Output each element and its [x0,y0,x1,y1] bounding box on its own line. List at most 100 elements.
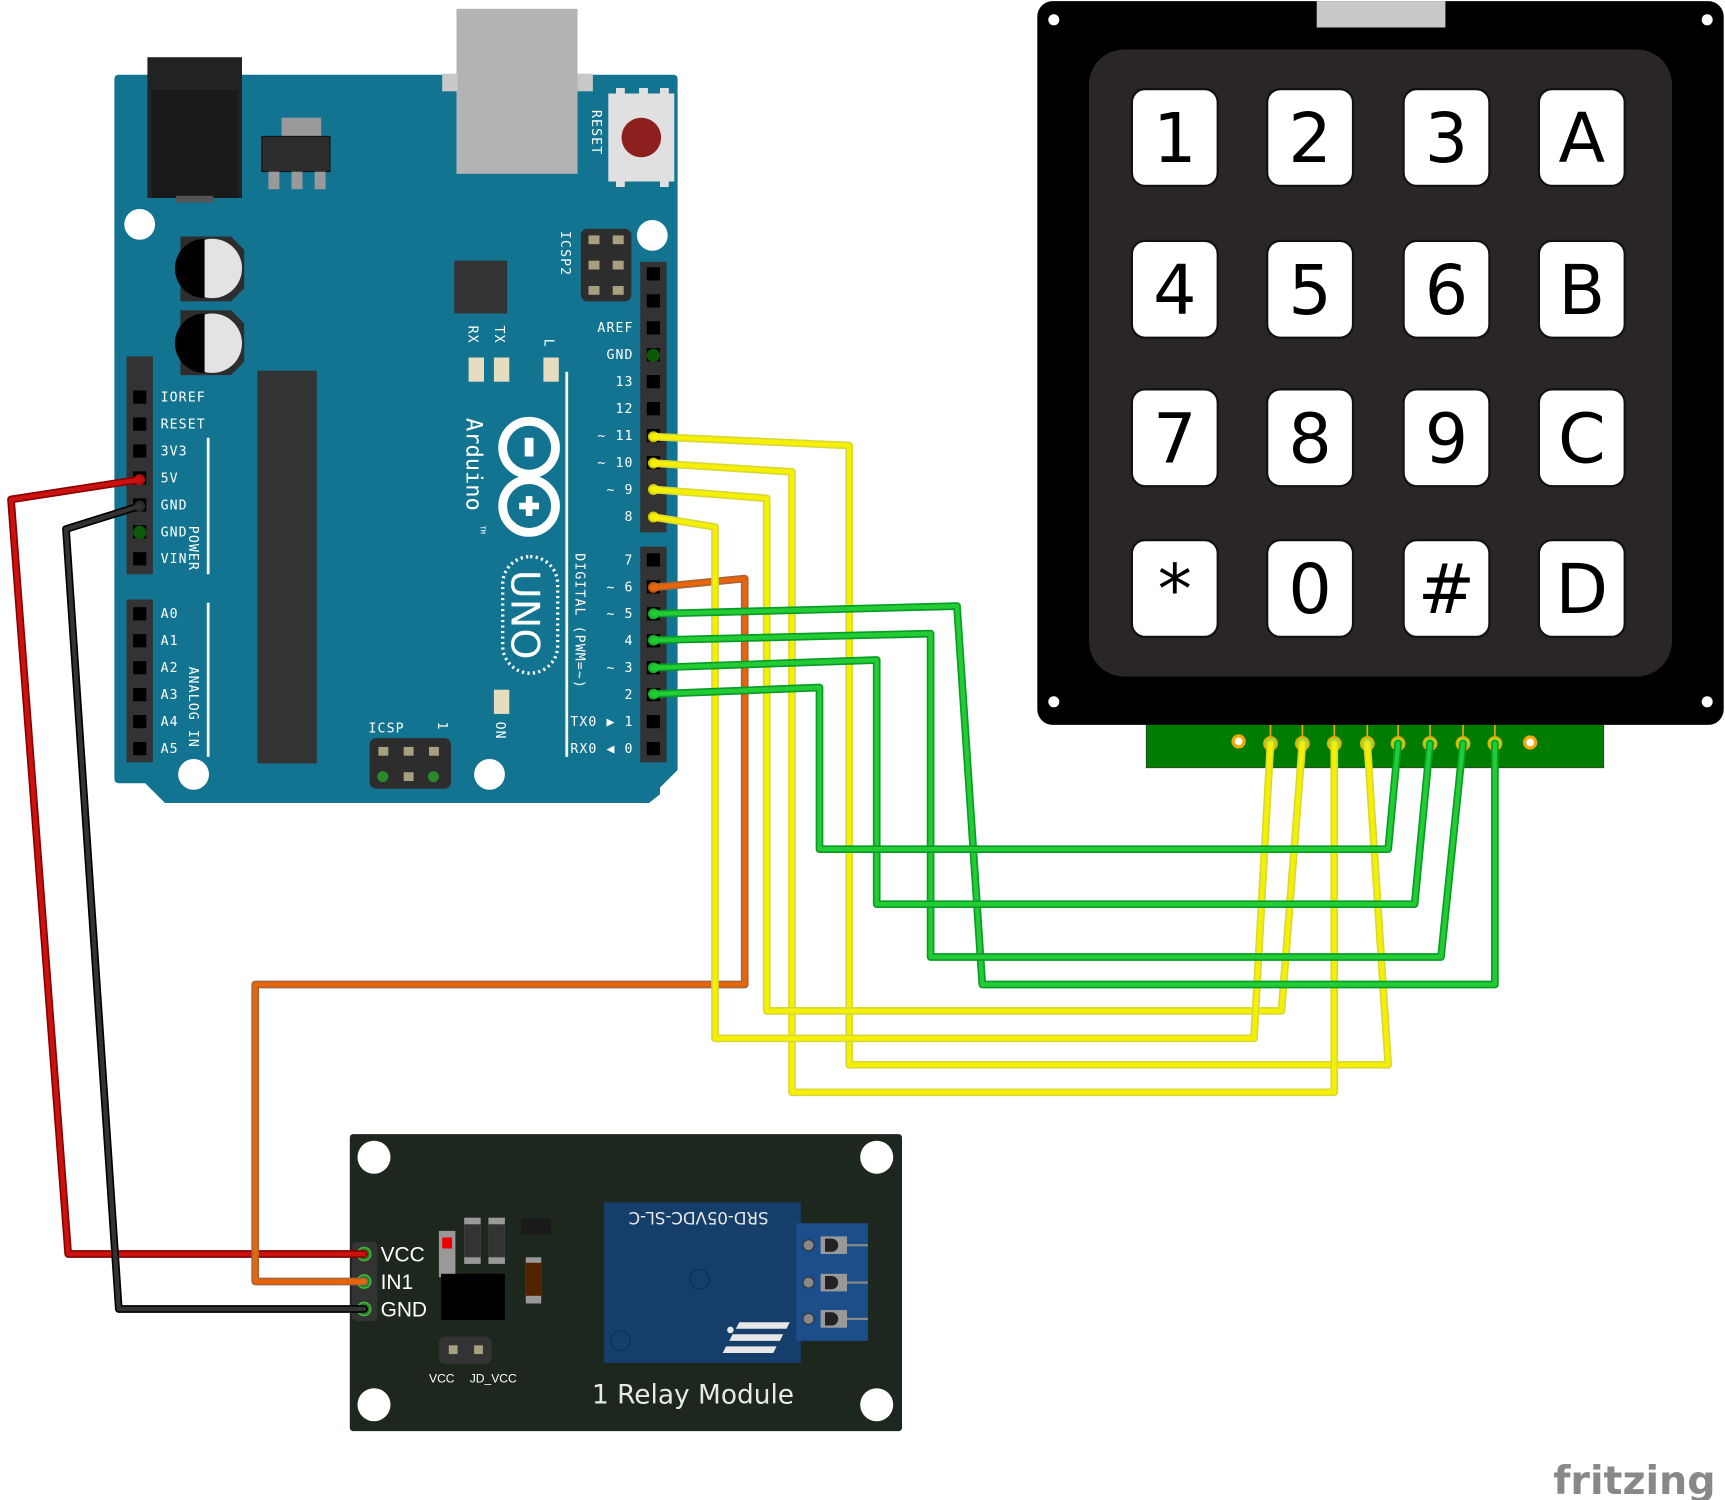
keypad-key[interactable]: 7 [1130,388,1219,488]
trademark: TM [479,526,487,534]
rx-label: RX [465,326,480,344]
l-led [543,357,559,382]
digital-pin[interactable] [646,715,660,729]
voltage-regulator [261,135,331,173]
keypad-key[interactable]: A [1537,88,1626,188]
digital-pin[interactable] [646,741,660,756]
keypad-key[interactable]: C [1537,388,1626,488]
pin-connected-indicator [646,348,660,362]
wire-endpoint [134,474,146,486]
keypad-key-label: 4 [1153,252,1196,331]
relay-brand-logo-icon [722,1322,790,1353]
power-header [126,356,153,575]
relay-title: 1 Relay Module [592,1380,794,1411]
wire-endpoint [647,511,659,523]
digital-pin[interactable] [646,321,660,335]
analog-pin-label: A5 [161,742,179,757]
keypad-key[interactable]: 4 [1130,239,1219,339]
keypad-mount-pad [1231,734,1246,749]
arduino-uno-board[interactable]: RESET ICSP2 RX [114,8,678,804]
keypad-key-label: 6 [1425,252,1468,331]
tx-led [493,357,510,382]
jumper-label-vcc: VCC [429,1372,455,1386]
mounting-hole [124,209,156,240]
wire-endpoint [647,581,659,593]
analog-pin[interactable] [133,661,147,675]
wire[interactable] [647,629,1467,961]
keypad-key[interactable]: 6 [1402,239,1491,339]
digital-pin-label: ~ 6 [606,580,633,595]
keypad-key-label: 5 [1288,252,1331,331]
digital-pin-label: AREF [597,321,633,336]
wire[interactable] [647,457,1339,1097]
keypad-key-label: # [1418,551,1475,630]
digital-pin-label: ~ 11 [597,429,633,444]
analog-section-label: ANALOG IN [185,667,200,748]
power-pin-label: RESET [161,417,206,432]
keypad-key[interactable]: 1 [1130,88,1219,188]
keypad-mount-pad [1522,735,1538,750]
keypad-key[interactable]: 2 [1266,88,1355,188]
keypad-key[interactable]: 3 [1402,88,1491,188]
keypad-key[interactable]: B [1537,239,1626,339]
keypad-key-label: * [1158,551,1192,630]
keypad-key[interactable]: 0 [1266,539,1355,639]
keypad-key[interactable]: D [1537,539,1626,639]
analog-pin-label: A4 [161,715,179,730]
relay-module[interactable]: VCC JD_VCC SRD-05VDC-SL-C 1 Relay Module… [349,1134,902,1432]
keypad-key[interactable]: # [1402,539,1491,639]
digital-pin-label: 2 [625,688,634,703]
wire[interactable] [62,500,368,1313]
uno-badge [501,554,560,675]
wire[interactable] [7,474,368,1258]
analog-pin[interactable] [133,688,147,702]
arduino-logo-icon [498,416,560,537]
digital-pin[interactable] [646,375,660,389]
terminal-screw-icon [802,1310,868,1328]
analog-pin[interactable] [133,634,147,648]
icsp-header [369,738,451,789]
on-led [493,689,510,714]
wire[interactable] [647,683,1402,854]
digital-pin[interactable] [646,553,660,567]
wire[interactable] [647,511,1275,1043]
model-name: UNO [502,570,548,660]
digital-pin[interactable] [646,294,660,308]
wire[interactable] [251,574,749,1286]
wire-endpoint [647,688,659,700]
terminal-screw-icon [802,1236,868,1254]
atmega-chip [257,370,317,764]
l-label: L [541,339,556,348]
power-pin[interactable] [133,390,147,404]
wire[interactable] [647,484,1307,1015]
keypad-key[interactable]: 5 [1266,239,1355,339]
digital-pin[interactable] [646,402,660,416]
digital-pin-label: ~ 3 [606,661,633,676]
wire-endpoint [647,608,659,620]
rx-led [468,357,484,382]
analog-pin-label: A2 [161,661,179,676]
keypad-face [1089,49,1672,677]
analog-pin[interactable] [133,741,147,756]
reset-button[interactable] [608,88,675,187]
keypad-key[interactable]: * [1130,539,1219,639]
arduino-pcb [114,74,678,804]
digital-pin[interactable] [646,267,660,281]
wire-endpoint [647,634,659,646]
wire[interactable] [647,656,1434,909]
digital-header-lower [640,546,667,763]
jumper-header [438,1336,492,1364]
keypad-key-label: 9 [1425,400,1468,479]
wire[interactable] [647,602,1499,989]
keypad-key[interactable]: 8 [1266,388,1355,488]
analog-pin[interactable] [133,607,147,621]
on-label: ON [492,722,507,740]
power-pin[interactable] [133,417,147,431]
analog-pin[interactable] [133,715,147,729]
keypad-key[interactable]: 9 [1402,388,1491,488]
power-pin[interactable] [133,444,147,458]
power-pin[interactable] [133,552,147,566]
digital-pin-label: ~ 9 [606,483,633,498]
